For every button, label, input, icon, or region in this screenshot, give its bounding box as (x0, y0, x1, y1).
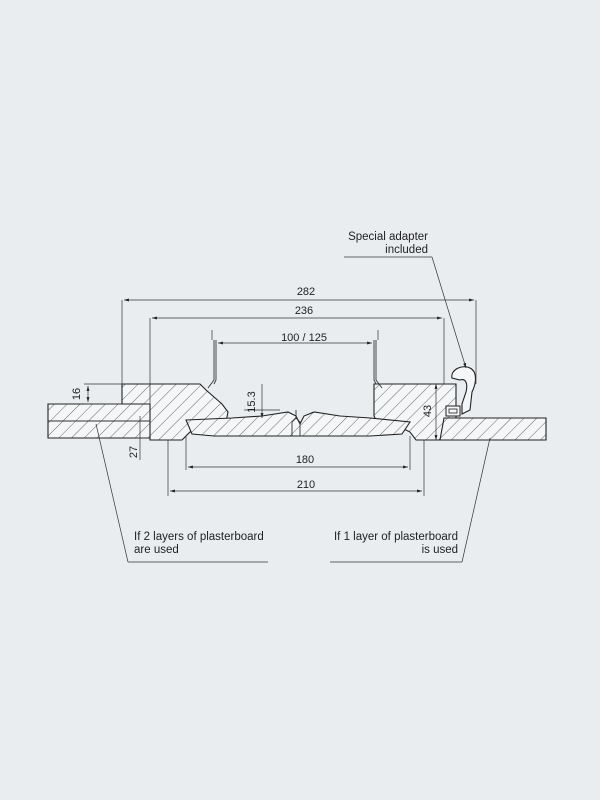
two-layers-note-line2: are used (134, 544, 179, 556)
dim-27-label: 27 (128, 446, 140, 458)
dim-282-label: 282 (297, 286, 315, 298)
plasterboard-right (437, 417, 547, 441)
adapter-note-line2: included (385, 244, 428, 256)
dim-43-label: 43 (422, 405, 434, 417)
dim-210-label: 210 (297, 479, 315, 491)
dim-15-3-label: 15.3 (246, 391, 258, 412)
neck-right-wall (373, 340, 383, 389)
adapter-block (445, 405, 461, 417)
disc-spindle (291, 410, 301, 436)
one-layer-leader (461, 437, 491, 563)
one-layer-note-line2: is used (422, 544, 458, 556)
adapter-note-line1: Special adapter (348, 231, 428, 243)
dim-16-label: 16 (71, 388, 83, 400)
valve-disc (185, 411, 411, 437)
dim-236-label: 236 (295, 305, 313, 317)
one-layer-note-line1: If 1 layer of plasterboard (334, 531, 458, 543)
dim-180-label: 180 (296, 454, 314, 466)
two-layers-leader (95, 423, 129, 563)
adapter-clip (451, 366, 477, 415)
dim-neck-label: 100 / 125 (281, 332, 327, 344)
two-layers-note-line1: If 2 layers of plasterboard (134, 531, 264, 543)
neck-left-wall (207, 340, 217, 389)
